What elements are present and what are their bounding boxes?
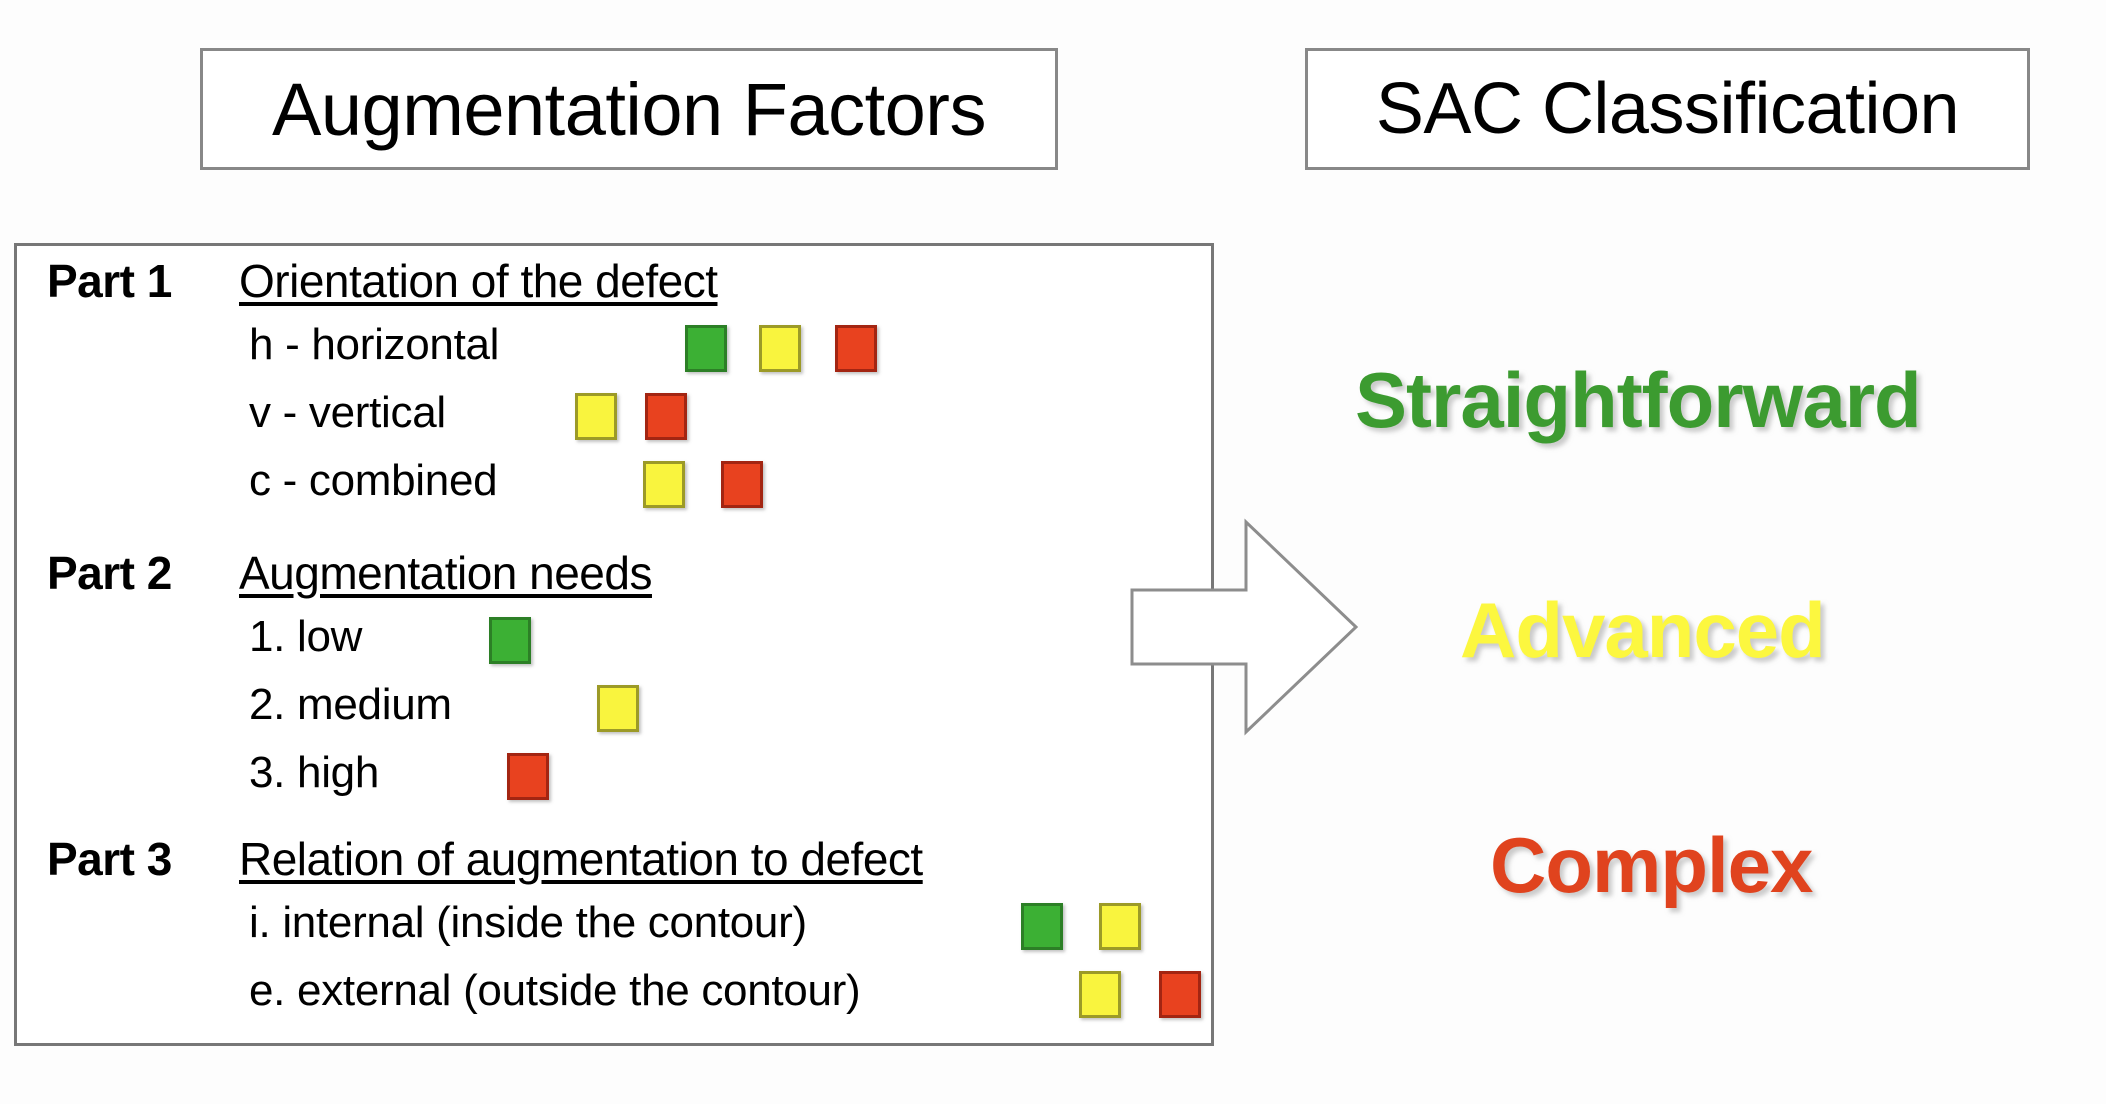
option-label-combined: c - combined [249,456,498,505]
part-2-title: Augmentation needs [239,547,652,599]
option-label-vertical: v - vertical [249,388,446,437]
part-1-block: Part 1 Orientation of the defect h - hor… [17,246,1211,508]
option-row-external: e. external (outside the contour) [17,966,1211,1032]
sac-classification-title-text: SAC Classification [1375,69,1960,149]
chip-yellow [643,461,685,508]
part-2-heading: Part 2 Augmentation needs [17,538,1211,612]
chip-yellow [597,685,639,732]
chip-yellow [1079,971,1121,1018]
option-label-high: 3. high [249,748,380,797]
right-arrow-icon [1130,518,1359,736]
chip-green [489,617,531,664]
option-row-vertical: v - vertical [17,388,1211,454]
option-label-medium: 2. medium [249,680,452,729]
chip-red [507,753,549,800]
chip-yellow [1099,903,1141,950]
part-2-block: Part 2 Augmentation needs 1. low 2. medi… [17,538,1211,800]
part-1-label: Part 1 [47,255,172,307]
chip-red [835,325,877,372]
part-2-label: Part 2 [47,547,172,599]
part-3-block: Part 3 Relation of augmentation to defec… [17,824,1211,1018]
option-row-medium: 2. medium [17,680,1211,746]
flow-arrow [1128,512,1360,742]
option-row-low: 1. low [17,612,1211,678]
option-row-internal: i. internal (inside the contour) [17,898,1211,964]
chip-red [1159,971,1201,1018]
chip-red [645,393,687,440]
option-row-high: 3. high [17,748,1211,814]
part-3-heading: Part 3 Relation of augmentation to defec… [17,824,1211,898]
augmentation-factors-title-text: Augmentation Factors [272,67,986,151]
part-1-heading: Part 1 Orientation of the defect [17,246,1211,320]
chip-green [685,325,727,372]
classification-complex: Complex [1490,821,1813,909]
part-3-label: Part 3 [47,833,172,885]
augmentation-factors-title-box: Augmentation Factors [200,48,1058,170]
option-label-low: 1. low [249,612,363,661]
option-label-internal: i. internal (inside the contour) [249,898,807,947]
augmentation-factors-panel: Part 1 Orientation of the defect h - hor… [14,243,1214,1046]
option-label-external: e. external (outside the contour) [249,966,861,1015]
part-3-title: Relation of augmentation to defect [239,833,923,885]
classification-straightforward: Straightforward [1355,356,1922,444]
classification-advanced: Advanced [1460,586,1826,674]
chip-yellow [759,325,801,372]
option-label-horizontal: h - horizontal [249,320,500,369]
chip-yellow [575,393,617,440]
option-row-combined: c - combined [17,456,1211,522]
option-row-horizontal: h - horizontal [17,320,1211,386]
chip-green [1021,903,1063,950]
chip-red [721,461,763,508]
part-1-title: Orientation of the defect [239,255,718,307]
sac-classification-title-box: SAC Classification [1305,48,2030,170]
